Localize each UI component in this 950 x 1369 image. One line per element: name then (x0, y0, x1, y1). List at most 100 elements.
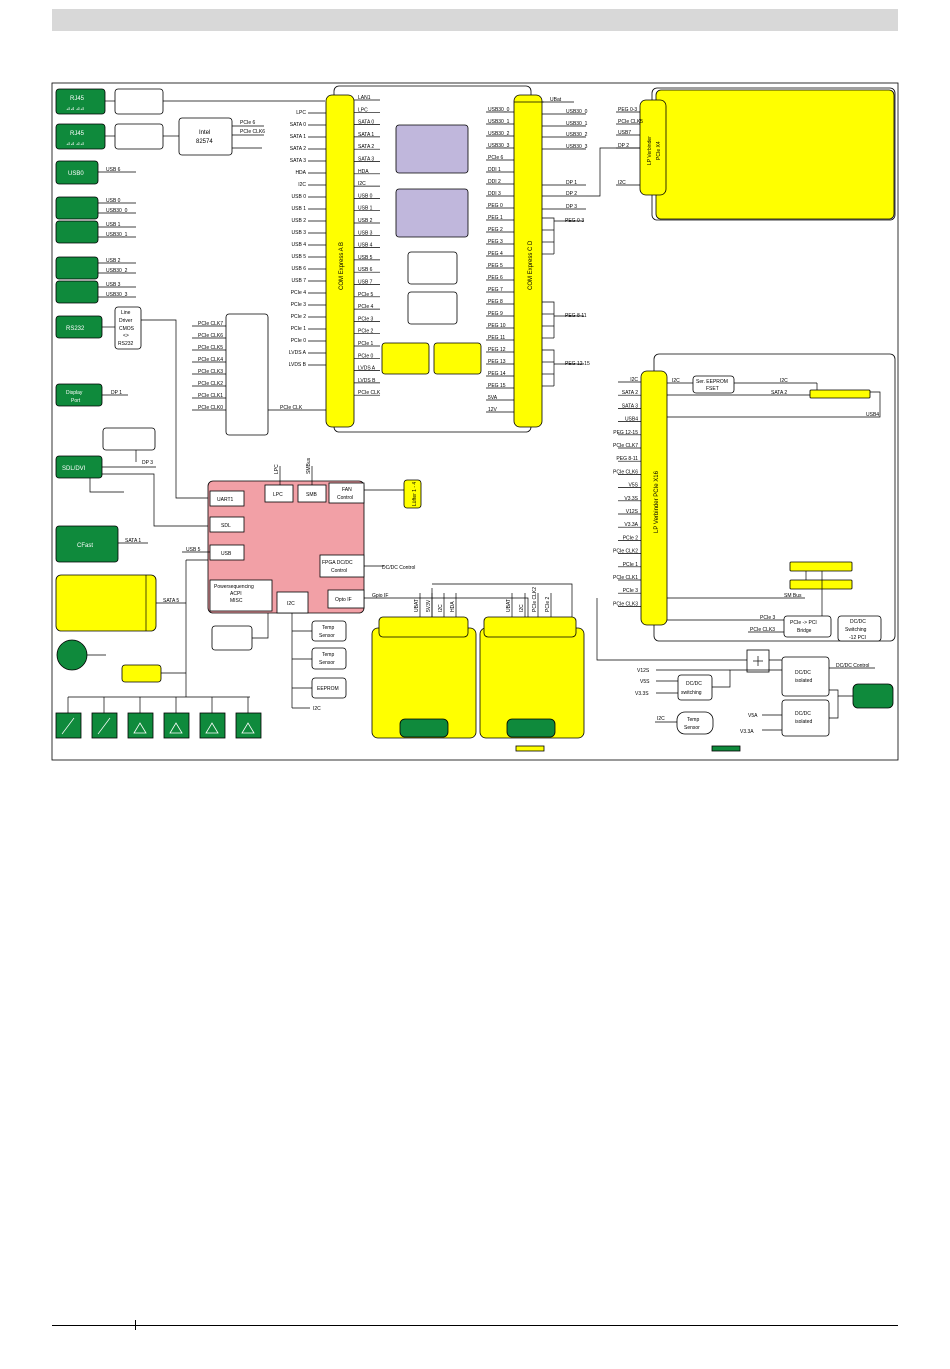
intel-82574-box (178, 117, 233, 156)
com-cd-left-signal: DDI 2 (488, 179, 501, 185)
power-temp-sensor (676, 711, 714, 735)
power-temp-label-2: Sensor (684, 725, 700, 731)
pcie-clk-fan-6: PCIe CLK1 (198, 393, 223, 399)
fpga-usb (209, 544, 245, 561)
fpga-opto-if (327, 589, 365, 609)
com-ab-right-signal: PCIe 0 (358, 353, 374, 359)
temp-sensor-2 (311, 647, 347, 670)
com-cd-left-signal: PEG 9 (488, 311, 503, 317)
storage-slot (55, 574, 157, 632)
fan-control-2: Control (337, 495, 353, 501)
cpu-chip (395, 124, 469, 174)
com-ab-right-signal: HDA (358, 169, 369, 175)
dcdc-sw-label-2: switching (681, 690, 702, 696)
pcie-clk-fan-5: PCIe CLK2 (198, 381, 223, 387)
dcdc-iso2-label-2: isolated (795, 719, 812, 725)
line-driver-2: Driver (119, 318, 133, 324)
com-express-cd-connector (513, 94, 543, 428)
lp-x16-signal: USB4 (625, 417, 638, 423)
fpga-smb-label: SMB (306, 492, 318, 498)
com-cd-left-signal: USB30_2 (488, 131, 510, 137)
com-ab-right-signal: USB 4 (358, 243, 373, 249)
pcie-clk-fan-0: PCIe CLK7 (198, 321, 223, 327)
com-cd-right-signal: DP 1 (566, 180, 577, 186)
com-ab-right-signal: PCIe 3 (358, 316, 374, 322)
dcdc-sw-label-1: DC/DC (686, 681, 702, 687)
led-1 (127, 712, 154, 739)
com-cd-left-signal: 12V (488, 407, 498, 413)
com-ab-left-signal: USB 0 (292, 194, 307, 200)
legend-green (711, 745, 741, 752)
fpga-power-3: MISC (230, 598, 243, 604)
com-cd-left-signal: USB30_3 (488, 143, 510, 149)
com-ab-right-signal: USB 5 (358, 255, 373, 261)
magnetics-box-2 (114, 123, 164, 150)
battery-box (211, 625, 253, 651)
temp-sensor-1 (311, 620, 347, 642)
com-ab-left-signal: PCIe 1 (291, 326, 307, 332)
lp-x4-signal: I2C (618, 180, 626, 186)
slot-a-signal: I2C (438, 604, 444, 612)
com-ab-left-signal: HDA (295, 170, 306, 176)
x16-i2c-2-label: I2C (780, 378, 788, 384)
fan-label: Lüfter 1 - 4 (412, 482, 418, 506)
sdl-driver-box (102, 427, 156, 451)
dcdc-iso2-label-1: DC/DC (795, 711, 811, 717)
usb6-label: USB 6 (106, 167, 121, 173)
fpga-top-lpc: LPC (274, 464, 280, 474)
fpga-power-1: Powersequencing (214, 584, 254, 590)
dcdc-12-label-2: Switching (845, 627, 867, 633)
led-icon (205, 722, 219, 734)
com-cd-left-signal: DDI 3 (488, 191, 501, 197)
usb30-0-signal: USB30_0 (106, 208, 128, 214)
lp-x16-signal: PCIe 1 (623, 562, 639, 568)
com-cd-right-signal: USB30_2 (566, 132, 588, 138)
com-ab-right-signal: PCIe CLK (358, 390, 381, 396)
pcie-clk-fan-2: PCIe CLK5 (198, 345, 223, 351)
line-driver-box (114, 306, 142, 350)
lp-x16-signal: PCIe CLK1 (613, 575, 638, 581)
com-cd-right-signal: USB30_1 (566, 121, 588, 127)
power-dcdc-control-label: DC/DC Control (836, 663, 869, 669)
com-ab-left-signal: USB 1 (292, 206, 307, 212)
com-ab-right-signal: LVDS B (358, 378, 376, 384)
com-ab-left-signal: USB 3 (292, 230, 307, 236)
lp-x16-signal: PEG 12-15 (613, 430, 638, 436)
pcie-clk-fan-1: PCIe CLK6 (198, 333, 223, 339)
cfast-label: CFast (77, 543, 93, 549)
com-cd-left-signal: PEG 13 (488, 359, 506, 365)
pcie-clk-label: PCIe CLK (280, 405, 303, 411)
bridge-label-2: Bridge (797, 628, 812, 634)
ser-eeprom-label-2: FSET (706, 386, 719, 392)
pcie6-label: PCIe 6 (240, 120, 256, 126)
slot-b-signal: UBAT (506, 599, 512, 612)
memory-chip-2 (407, 291, 458, 325)
led-3 (199, 712, 226, 739)
com-cd-left-signal: USB30_1 (488, 119, 510, 125)
fpga-lpc (264, 484, 294, 503)
com-cd-left-signal: PEG 0 (488, 203, 503, 209)
bridge-label-1: PCIe -> PCI (790, 620, 817, 626)
com-cd-left-signal: PEG 6 (488, 275, 503, 281)
displayport-label-2: Port (71, 398, 81, 404)
fpga-i2c-label: I2C (287, 601, 295, 607)
sata5-signal: SATA 5 (163, 598, 179, 604)
small-yellow-box (121, 664, 162, 683)
sata1-signal: SATA 1 (125, 538, 141, 544)
com-ab-left-signal: SATA 2 (290, 146, 306, 152)
com-ab-left-signal: USB 7 (292, 278, 307, 284)
lp-x4-title-1: LP Verbinder (647, 136, 653, 165)
pcie-clk-fan-4: PCIe CLK3 (198, 369, 223, 375)
fpga-lpc-label: LPC (273, 492, 283, 498)
com-ab-right-signal: LVDS A (358, 366, 376, 372)
com-ab-left-signal: SATA 3 (290, 158, 306, 164)
fpga-i2c (276, 591, 309, 614)
com-ab-right-signal: USB 6 (358, 267, 373, 273)
usb3-signal: USB 3 (106, 282, 121, 288)
lp-x16-connector (640, 370, 668, 626)
com-cd-left-signal: PEG 12 (488, 347, 506, 353)
x16-sata-connector (809, 389, 871, 399)
slot-header-b (483, 616, 577, 638)
x16-pcie-clk3-label: PCIe CLK3 (750, 627, 775, 633)
usb-port-3 (55, 280, 99, 304)
